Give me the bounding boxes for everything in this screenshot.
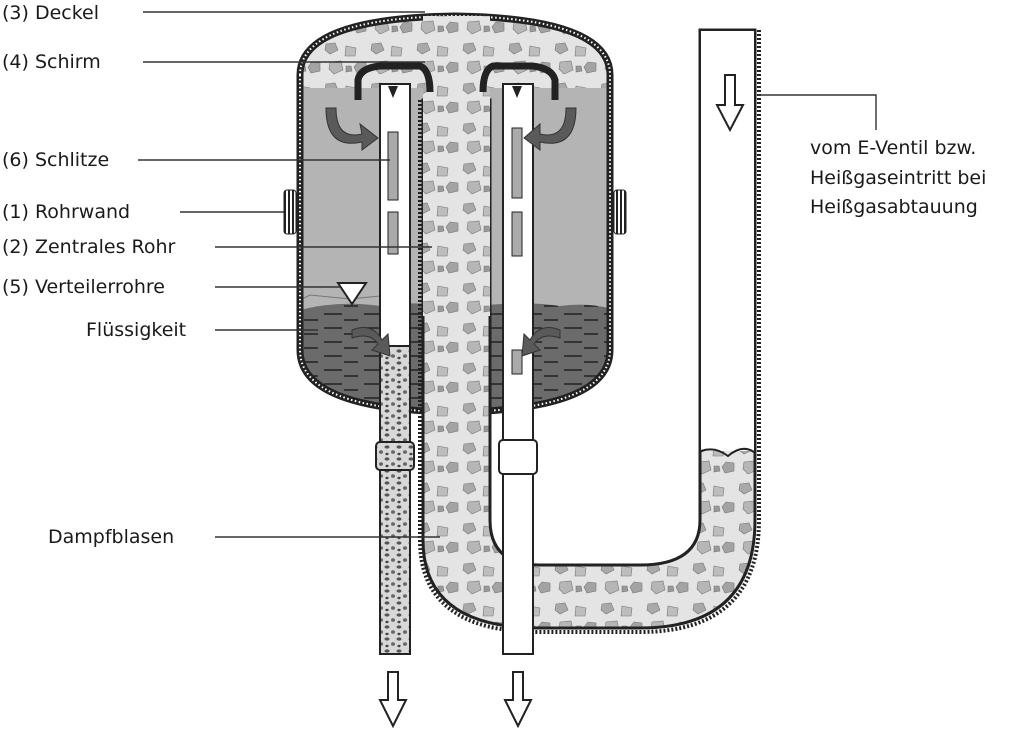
label-verteilerrohre: (5) Verteilerrohre	[2, 276, 165, 298]
inlet-note-line1: vom E-Ventil bzw.	[810, 137, 976, 159]
slot	[511, 349, 523, 375]
distributor-tube-left	[375, 83, 415, 655]
label-fluessigkeit: Flüssigkeit	[86, 319, 186, 341]
label-schirm: (4) Schirm	[2, 51, 101, 73]
leader-lines	[138, 11, 877, 538]
liquid-level-icon	[336, 282, 368, 306]
inlet-note-line3: Heißgasabtauung	[810, 196, 978, 218]
distributor-tube-right	[498, 83, 538, 655]
pipe-wall-collar-right	[613, 189, 627, 235]
u-tube	[418, 16, 761, 634]
slot	[387, 211, 399, 255]
label-schlitze: (6) Schlitze	[2, 149, 109, 171]
label-zentrales-rohr: (2) Zentrales Rohr	[2, 236, 176, 258]
label-dampfblasen: Dampfblasen	[48, 526, 174, 548]
pipe-wall-collar-left	[283, 189, 297, 235]
label-rohrwand: (1) Rohrwand	[2, 201, 130, 223]
inlet-note-line2: Heißgaseintritt bei	[810, 167, 986, 189]
flow-arrow-icon	[523, 107, 577, 151]
outlet-arrow-icon	[378, 671, 408, 729]
slot	[511, 127, 523, 199]
slot	[387, 131, 399, 201]
shield-right	[479, 62, 559, 100]
shield-left	[354, 62, 434, 100]
slot	[511, 211, 523, 257]
label-deckel: (3) Deckel	[2, 2, 99, 24]
flow-arrow-icon	[521, 327, 561, 357]
inlet-arrow-icon	[715, 74, 745, 133]
flow-arrow-icon	[325, 107, 379, 151]
outlet-arrow-icon	[503, 671, 533, 729]
flow-arrow-icon	[351, 327, 391, 357]
